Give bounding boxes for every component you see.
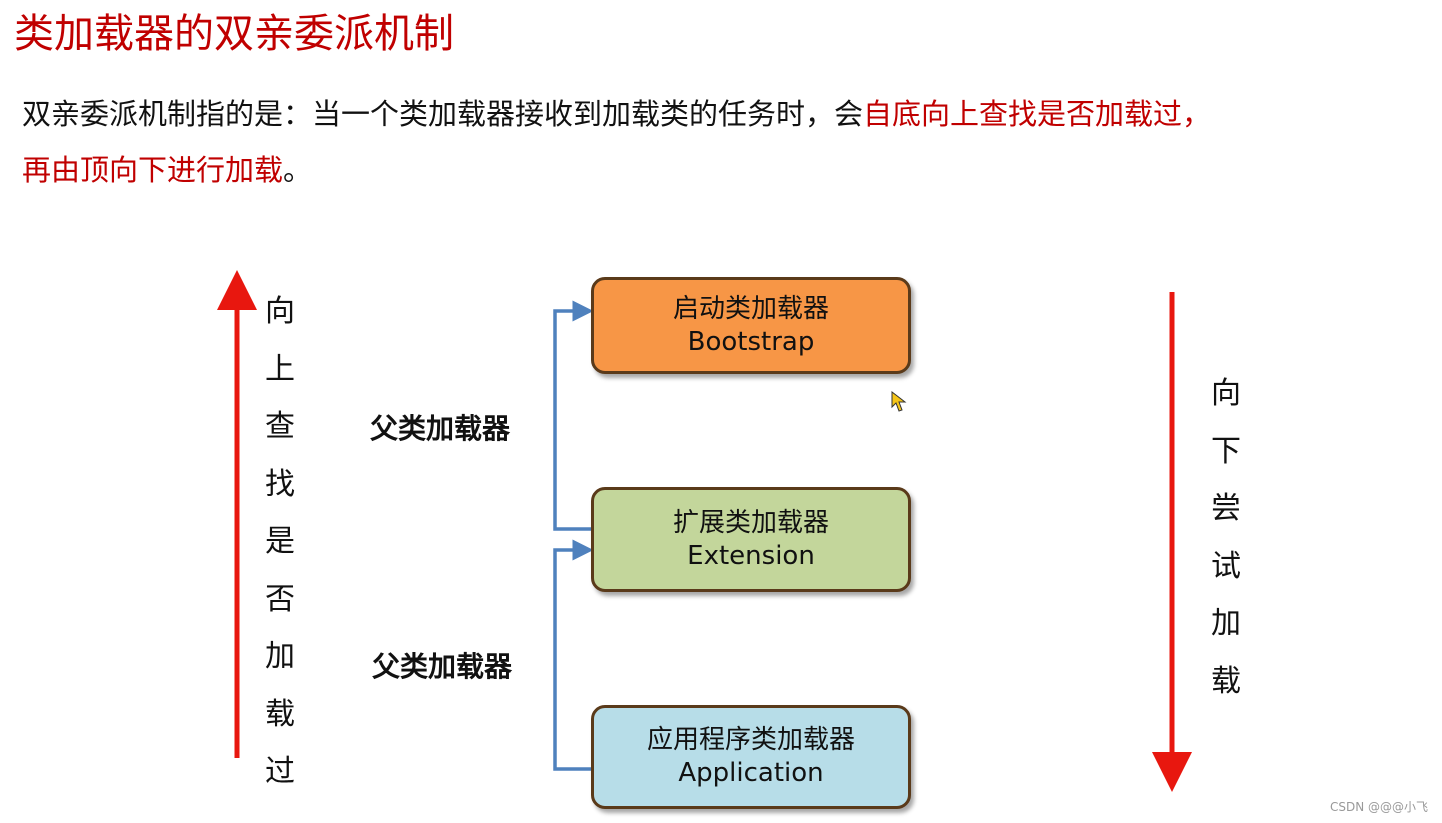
label-char: 载 — [265, 696, 295, 732]
box-en-label: Extension — [687, 540, 815, 571]
label-char: 是 — [265, 524, 295, 559]
box-cn-label: 启动类加载器 — [672, 293, 829, 324]
description-text: 双亲委派机制指的是：当一个类加载器接收到加载类的任务时，会 — [22, 97, 864, 131]
parent-loader-label-2: 父类加载器 — [372, 650, 513, 683]
label-char: 下 — [1211, 433, 1241, 469]
label-char: 否 — [265, 581, 295, 617]
label-char: 向 — [265, 294, 295, 329]
box-cn-label: 应用程序类加载器 — [646, 725, 855, 755]
label-char: 过 — [265, 754, 295, 789]
connector-application-to-extension — [553, 539, 594, 771]
label-char: 向 — [1211, 376, 1241, 411]
label-char: 载 — [1211, 663, 1241, 699]
downward-load-label: 向 下 尝 试 加 载 — [1206, 374, 1246, 719]
label-char: 查 — [265, 409, 295, 444]
box-cn-label: 扩展类加载器 — [672, 507, 829, 538]
bootstrap-loader-box: 启动类加载器 Bootstrap — [591, 277, 911, 374]
label-char: 加 — [1211, 606, 1241, 641]
upward-search-label: 向 上 查 找 是 否 加 载 过 — [260, 292, 300, 810]
label-char: 尝 — [1211, 491, 1241, 526]
label-char: 找 — [265, 466, 295, 502]
description-line-1: 双亲委派机制指的是：当一个类加载器接收到加载类的任务时，会自底向上查找是否加载过… — [22, 94, 1211, 134]
application-loader-box: 应用程序类加载器 Application — [591, 705, 911, 809]
label-char: 试 — [1211, 548, 1241, 584]
extension-loader-box: 扩展类加载器 Extension — [591, 487, 911, 592]
label-char: 加 — [265, 639, 295, 674]
description-line-2: 再由顶向下进行加载。 — [22, 150, 312, 190]
box-en-label: Bootstrap — [687, 326, 815, 357]
description-text: 。 — [283, 153, 313, 187]
page-title: 类加载器的双亲委派机制 — [14, 11, 454, 57]
box-en-label: Application — [678, 758, 824, 788]
watermark: CSDN @@@小飞 — [1329, 800, 1428, 814]
description-highlight: 再由顶向下进行加载 — [22, 153, 284, 187]
label-char: 上 — [265, 351, 295, 387]
description-highlight: 自底向上查找是否加载过， — [863, 97, 1212, 131]
connector-extension-to-bootstrap — [553, 300, 594, 531]
parent-loader-label-1: 父类加载器 — [370, 412, 511, 445]
mouse-cursor-icon — [891, 391, 907, 412]
